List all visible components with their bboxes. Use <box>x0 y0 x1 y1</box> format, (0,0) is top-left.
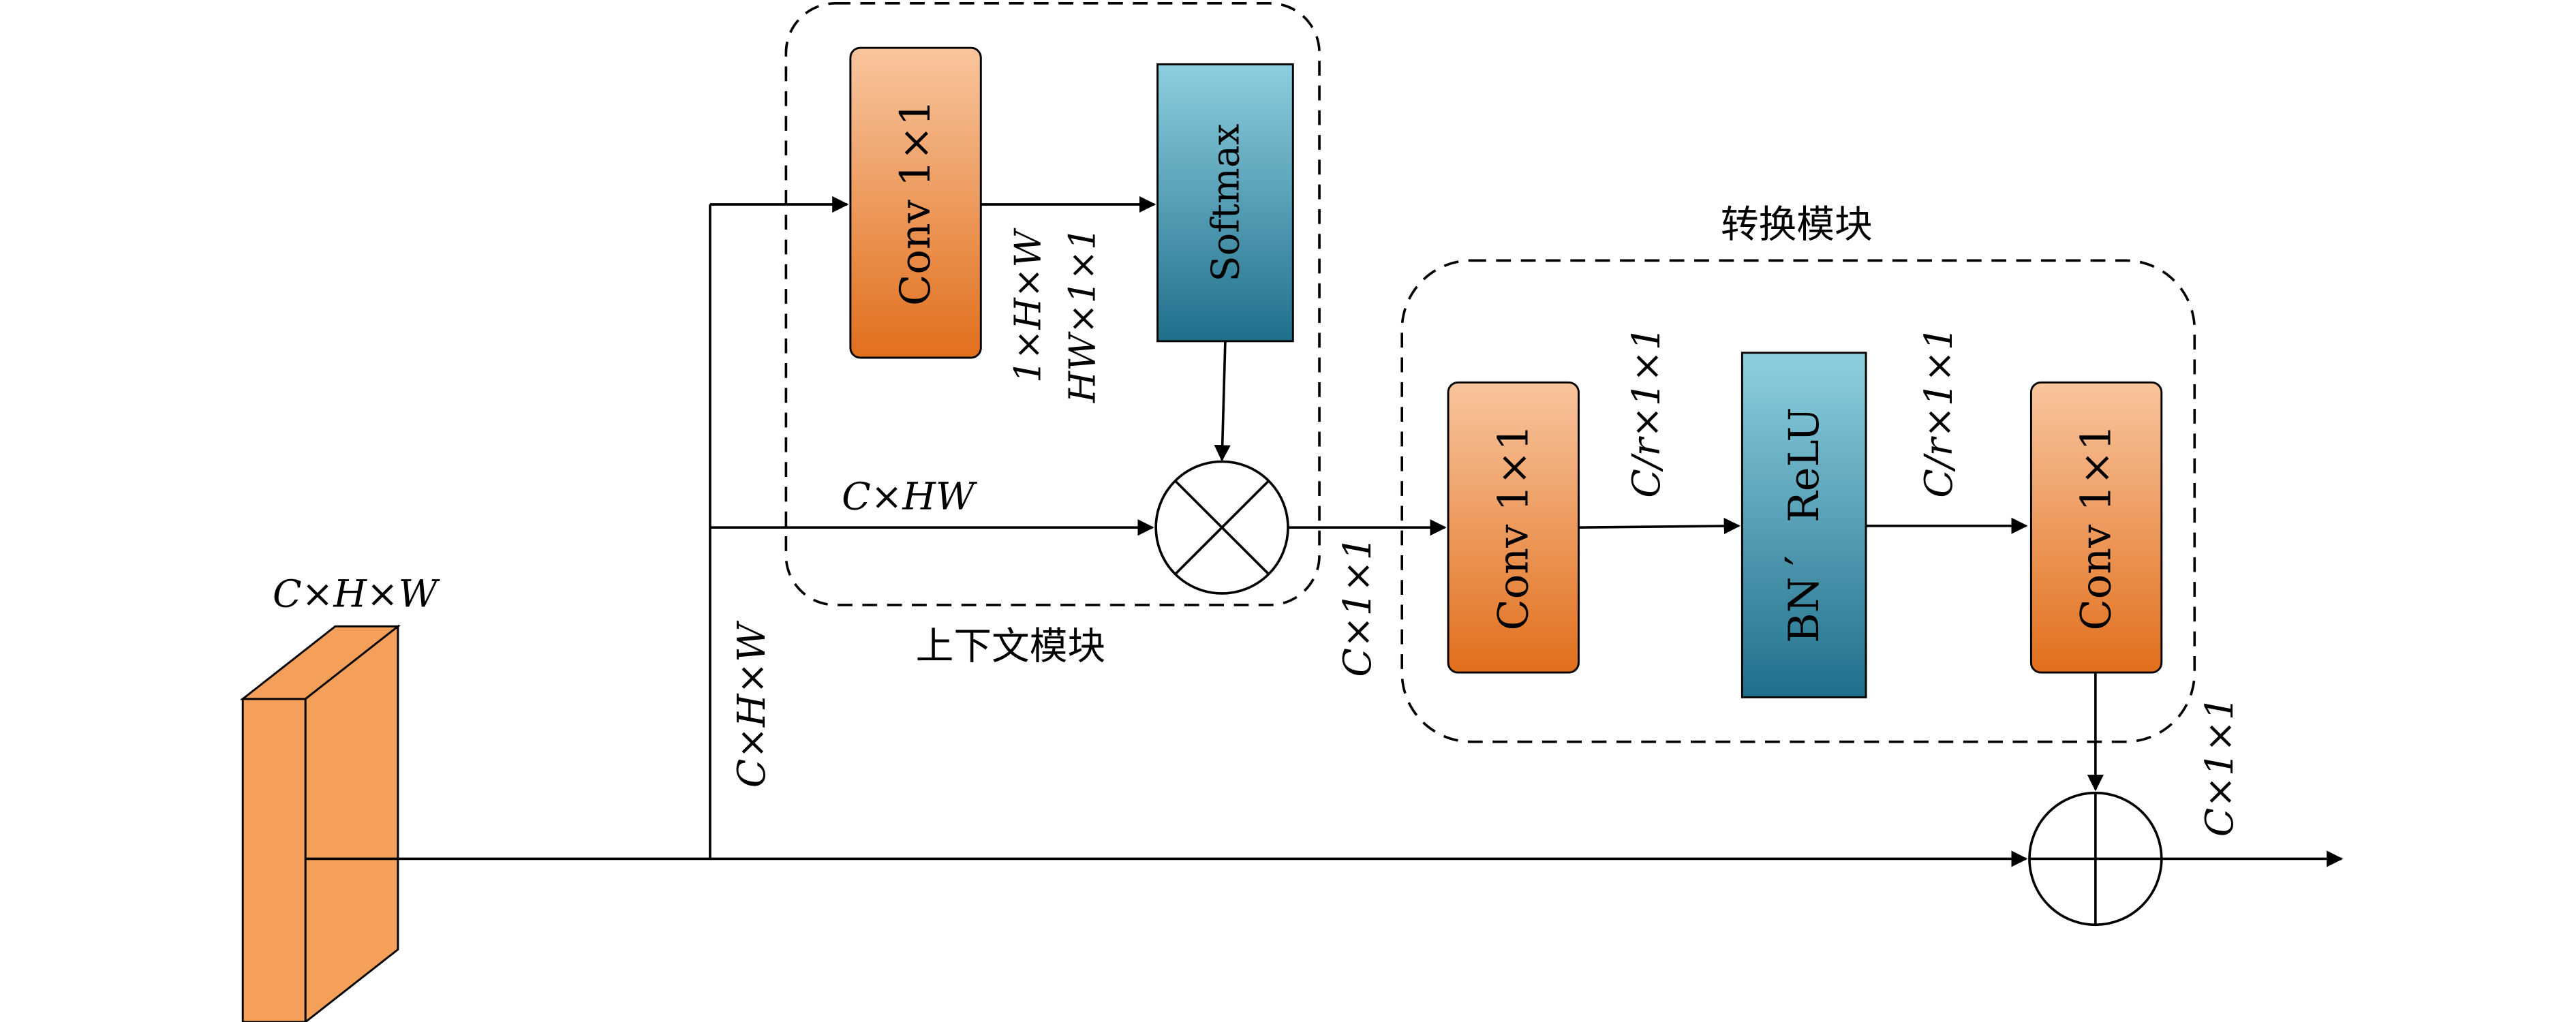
softmax-to-multiply-arrow <box>1214 341 1231 462</box>
branch-dims-label: C×H×W <box>730 621 774 788</box>
context-conv-block: Conv 1×1 <box>849 46 982 359</box>
attn-dims-label-2: HW×1×1 <box>1061 227 1103 403</box>
input-dims-label: C×H×W <box>273 572 440 616</box>
transform-conv-block-1: Conv 1×1 <box>1447 381 1580 674</box>
reduced-dims-label-1: C/r×1×1 <box>1625 326 1669 498</box>
matrix-multiply-node <box>1154 460 1289 595</box>
transform-conv-1-label: Conv 1×1 <box>1490 424 1537 631</box>
bn-label: BN <box>1781 576 1828 642</box>
context-module-label: 上下文模块 <box>916 625 1106 669</box>
bn-relu-block: BN ′ ReLU <box>1741 352 1867 698</box>
attn-dims-label-1: 1×H×W <box>1007 228 1049 383</box>
bn-prime-mark: ′ <box>1775 555 1829 566</box>
softmax-label: Softmax <box>1203 124 1248 282</box>
transform-conv-2-label: Conv 1×1 <box>2073 424 2121 631</box>
conv1-to-bnrelu-arrow <box>1578 517 1741 535</box>
input-feature-cube <box>239 624 401 1022</box>
reduced-dims-label-2: C/r×1×1 <box>1917 326 1961 498</box>
context-conv-label: Conv 1×1 <box>892 99 940 306</box>
relu-label: ReLU <box>1781 407 1828 523</box>
softmax-block: Softmax <box>1156 63 1294 343</box>
transform-conv-block-2: Conv 1×1 <box>2029 381 2163 674</box>
transform-module-label: 转换模块 <box>1721 202 1873 247</box>
pooled-dims-label: C×1×1 <box>1336 536 1380 677</box>
flat-dims-label: C×HW <box>842 475 977 519</box>
transform-module-region <box>1400 259 2196 743</box>
output-dims-label: C×1×1 <box>2198 696 2242 837</box>
branch-connection <box>709 196 1154 859</box>
elementwise-add-node <box>2028 791 2163 927</box>
